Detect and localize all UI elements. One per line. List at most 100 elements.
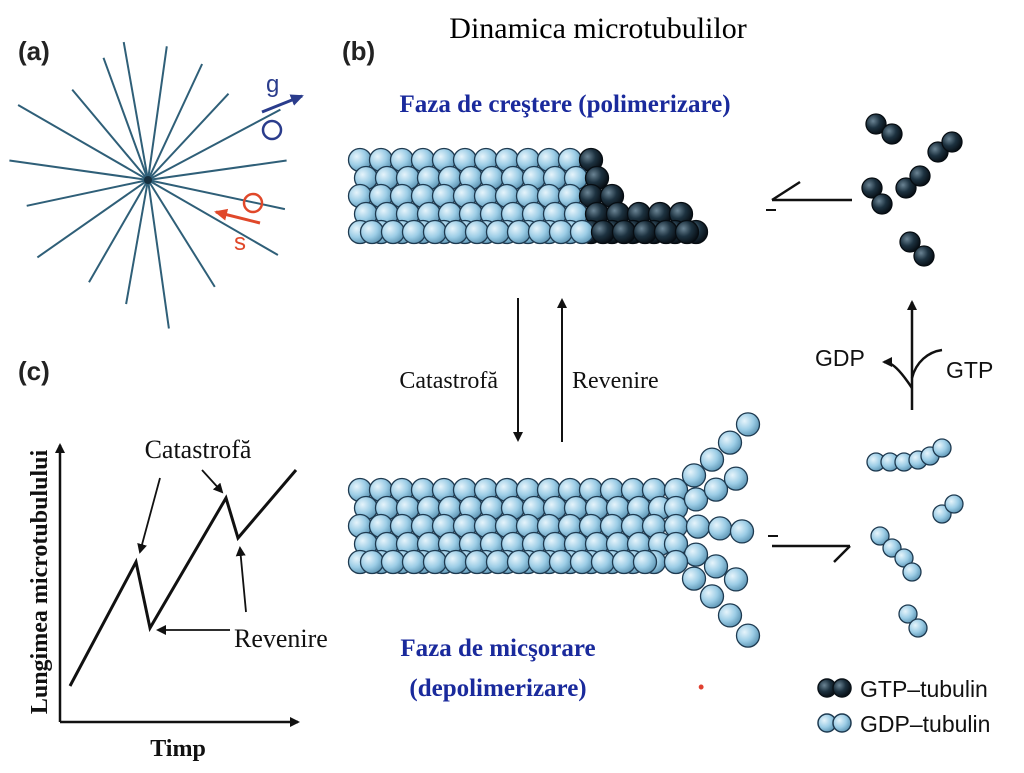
gtp-label: GTP bbox=[946, 357, 993, 383]
catastrophe-pointer-1 bbox=[137, 477, 161, 554]
gdp-tubulin-subunit bbox=[443, 219, 469, 245]
aster-ray bbox=[9, 159, 149, 181]
grow-end-circle bbox=[261, 119, 283, 141]
microtubule-aster bbox=[9, 41, 287, 329]
gdp-tubulin-subunit bbox=[699, 584, 725, 609]
panel-b-label: (b) bbox=[342, 36, 375, 66]
gdp-tubulin-subunit bbox=[611, 549, 637, 575]
gtp-tubulin-dimer bbox=[927, 131, 963, 163]
gdp-tubulin-subunit bbox=[464, 219, 490, 245]
gtp-tubulin-dimer bbox=[895, 165, 931, 199]
aster-ray bbox=[147, 179, 170, 329]
gtp-tubulin-subunit bbox=[899, 231, 921, 253]
gdp-tubulin-subunit bbox=[380, 219, 406, 245]
aster-ray bbox=[147, 179, 286, 211]
gtp-tubulin-subunit bbox=[653, 219, 679, 245]
gtp-tubulin-dimer bbox=[899, 231, 935, 267]
gdp-tubulin-subunit bbox=[485, 549, 511, 575]
gdp-tubulin-subunit bbox=[729, 519, 755, 544]
aster-ray bbox=[147, 179, 279, 256]
gdp-tubulin-dimer bbox=[932, 494, 964, 524]
catastrophe-pointer-2 bbox=[201, 469, 224, 494]
gdp-tubulin-subunit bbox=[422, 219, 448, 245]
gdp-tubulin-subunit bbox=[632, 549, 658, 575]
aster-ray bbox=[147, 63, 204, 181]
gdp-tubulin-subunit bbox=[663, 549, 689, 575]
gtp-tubulin-subunit bbox=[632, 219, 658, 245]
gdp-tubulin-subunit bbox=[443, 549, 469, 575]
aster-ray bbox=[147, 108, 281, 181]
gtp-tubulin-subunit bbox=[590, 219, 616, 245]
gtp-tubulin-subunit bbox=[941, 131, 963, 153]
legend: GTP–tubulin GDP–tubulin bbox=[817, 676, 990, 737]
gtp-tubulin-dimer bbox=[865, 113, 903, 145]
aster-ray bbox=[147, 46, 168, 181]
aster-ray bbox=[147, 159, 287, 181]
gdp-tubulin-subunit bbox=[681, 463, 707, 488]
legend-gtp-label: GTP–tubulin bbox=[860, 676, 988, 702]
gdp-tubulin-subunit bbox=[944, 494, 964, 514]
catastrophe-label: Catastrofă bbox=[399, 368, 498, 394]
gdp-tubulin-subunit bbox=[681, 566, 707, 591]
incorporation-arrow bbox=[766, 180, 852, 211]
gdp-tubulin-subunit bbox=[548, 549, 574, 575]
gdp-tubulin-subunit bbox=[401, 549, 427, 575]
gdp-label: GDP bbox=[815, 345, 865, 371]
gtp-tubulin-subunit bbox=[909, 165, 931, 187]
gtp-tubulin-subunit bbox=[611, 219, 637, 245]
legend-gdp-swatch bbox=[817, 713, 852, 733]
diagram-title: Dinamica microtubulilor bbox=[449, 12, 746, 45]
gdp-tubulin-subunit bbox=[908, 618, 928, 638]
aster-ray bbox=[122, 41, 149, 181]
gtp-tubulin-subunit bbox=[895, 177, 917, 199]
gdp-tubulin-subunit bbox=[699, 447, 725, 472]
length-trace bbox=[68, 469, 298, 687]
shrinking-microtubule-marker: s bbox=[214, 192, 264, 256]
gdp-tubulin-subunit bbox=[707, 516, 733, 541]
gdp-tubulin-subunit bbox=[569, 219, 595, 245]
gdp-tubulin-subunit bbox=[590, 549, 616, 575]
nucleotide-exchange-arrow bbox=[882, 300, 943, 410]
aster-ray bbox=[17, 104, 149, 181]
aster-ray bbox=[147, 93, 230, 181]
gdp-tubulin-subunit bbox=[703, 477, 729, 502]
gtp-tubulin-subunit bbox=[871, 193, 893, 215]
panel-a-label: (a) bbox=[18, 36, 50, 66]
gdp-tubulin-subunit bbox=[898, 604, 918, 624]
growing-microtubule-marker: g bbox=[261, 71, 304, 141]
gtp-tubulin-subunit bbox=[881, 123, 903, 145]
gdp-tubulin-subunit bbox=[401, 219, 427, 245]
gtp-tubulin-subunit bbox=[865, 113, 887, 135]
shrink-label: s bbox=[234, 229, 246, 256]
legend-gdp-label: GDP–tubulin bbox=[860, 711, 990, 737]
gdp-tubulin-subunit bbox=[506, 549, 532, 575]
graph-catastrophe-label: Catastrofă bbox=[145, 435, 252, 464]
growing-microtubule bbox=[347, 147, 709, 245]
gdp-tubulin-oligomer bbox=[870, 526, 922, 582]
panel-c-label: (c) bbox=[18, 356, 50, 386]
y-axis-label: Lungimea microtubulului bbox=[27, 450, 53, 715]
gdp-tubulin-subunit bbox=[380, 549, 406, 575]
grow-arrow bbox=[261, 94, 304, 114]
release-arrow bbox=[768, 535, 851, 563]
gdp-tubulin-subunit bbox=[685, 514, 711, 539]
aster-ray bbox=[147, 179, 216, 288]
x-axis-label: Timp bbox=[150, 736, 206, 762]
gdp-tubulin-subunit bbox=[422, 549, 448, 575]
gdp-tubulin-subunit bbox=[717, 603, 743, 628]
gdp-tubulin-subunit bbox=[735, 623, 761, 648]
rescue-label: Revenire bbox=[572, 368, 659, 394]
growth-phase-label: Faza de creştere (polimerizare) bbox=[399, 91, 730, 118]
gdp-tubulin-subunit bbox=[569, 549, 595, 575]
rescue-pointer-2 bbox=[235, 546, 247, 613]
aster-ray bbox=[125, 179, 149, 305]
gdp-tubulin-subunit bbox=[527, 219, 553, 245]
gtp-tubulin-dimer bbox=[861, 177, 893, 215]
red-mark: • bbox=[698, 677, 704, 697]
gdp-tubulin-subunit bbox=[723, 567, 749, 592]
gdp-tubulin-subunit bbox=[683, 487, 709, 512]
gtp-tubulin-subunit bbox=[861, 177, 883, 199]
gdp-tubulin-subunit bbox=[932, 438, 952, 458]
gtp-tubulin-subunit bbox=[674, 219, 700, 245]
gdp-tubulin-subunit bbox=[723, 466, 749, 491]
